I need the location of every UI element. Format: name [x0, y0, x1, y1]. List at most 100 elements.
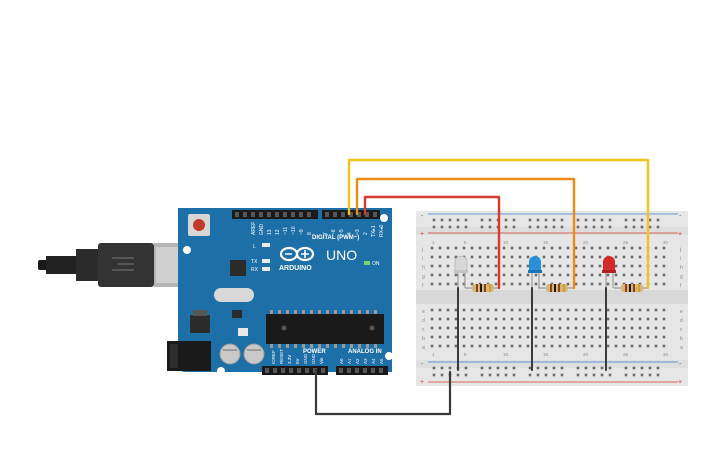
breadboard-hole[interactable] — [430, 282, 434, 286]
breadboard-hole[interactable] — [550, 308, 554, 312]
breadboard-hole[interactable] — [614, 308, 618, 312]
breadboard-hole[interactable] — [622, 255, 626, 259]
breadboard-hole[interactable] — [526, 326, 530, 330]
breadboard-hole[interactable] — [598, 273, 602, 277]
red-led[interactable] — [602, 256, 616, 288]
breadboard-hole[interactable] — [558, 273, 562, 277]
breadboard-hole[interactable] — [662, 282, 666, 286]
breadboard-hole[interactable] — [638, 326, 642, 330]
breadboard-hole[interactable] — [470, 335, 474, 339]
breadboard-hole[interactable] — [494, 246, 498, 250]
breadboard-hole[interactable] — [590, 273, 594, 277]
breadboard-hole[interactable] — [600, 225, 604, 229]
breadboard-hole[interactable] — [654, 317, 658, 321]
blue-led[interactable] — [528, 256, 542, 288]
breadboard-hole[interactable] — [608, 373, 612, 377]
breadboard-hole[interactable] — [470, 317, 474, 321]
breadboard-hole[interactable] — [536, 225, 540, 229]
breadboard-hole[interactable] — [496, 373, 500, 377]
breadboard-hole[interactable] — [438, 255, 442, 259]
breadboard-hole[interactable] — [438, 326, 442, 330]
breadboard-hole[interactable] — [534, 344, 538, 348]
breadboard-hole[interactable] — [478, 264, 482, 268]
breadboard-hole[interactable] — [638, 264, 642, 268]
breadboard-hole[interactable] — [470, 246, 474, 250]
breadboard-hole[interactable] — [606, 317, 610, 321]
breadboard-hole[interactable] — [550, 317, 554, 321]
breadboard-hole[interactable] — [648, 218, 652, 222]
breadboard-hole[interactable] — [630, 273, 634, 277]
breadboard-hole[interactable] — [590, 308, 594, 312]
breadboard-hole[interactable] — [518, 264, 522, 268]
breadboard-hole[interactable] — [614, 326, 618, 330]
breadboard-hole[interactable] — [624, 225, 628, 229]
breadboard-hole[interactable] — [528, 366, 532, 370]
breadboard-hole[interactable] — [480, 373, 484, 377]
breadboard-hole[interactable] — [478, 273, 482, 277]
breadboard-hole[interactable] — [598, 255, 602, 259]
breadboard-hole[interactable] — [598, 246, 602, 250]
breadboard-hole[interactable] — [446, 335, 450, 339]
breadboard-hole[interactable] — [552, 366, 556, 370]
breadboard-hole[interactable] — [614, 282, 618, 286]
breadboard-hole[interactable] — [646, 326, 650, 330]
breadboard-hole[interactable] — [502, 344, 506, 348]
breadboard-hole[interactable] — [446, 273, 450, 277]
breadboard-hole[interactable] — [624, 366, 628, 370]
breadboard-hole[interactable] — [590, 282, 594, 286]
breadboard-hole[interactable] — [502, 335, 506, 339]
breadboard-hole[interactable] — [654, 255, 658, 259]
breadboard-hole[interactable] — [462, 335, 466, 339]
breadboard-hole[interactable] — [574, 264, 578, 268]
breadboard-hole[interactable] — [550, 335, 554, 339]
resistor[interactable] — [538, 284, 574, 292]
breadboard-hole[interactable] — [606, 344, 610, 348]
breadboard-hole[interactable] — [534, 282, 538, 286]
breadboard-hole[interactable] — [512, 373, 516, 377]
breadboard[interactable]: - + - + - + - + j i h g f e d c b a j i … — [416, 211, 688, 386]
breadboard-hole[interactable] — [574, 308, 578, 312]
breadboard-hole[interactable] — [614, 317, 618, 321]
breadboard-hole[interactable] — [496, 366, 500, 370]
breadboard-hole[interactable] — [590, 246, 594, 250]
breadboard-hole[interactable] — [510, 317, 514, 321]
breadboard-hole[interactable] — [510, 255, 514, 259]
breadboard-hole[interactable] — [646, 335, 650, 339]
breadboard-hole[interactable] — [462, 344, 466, 348]
breadboard-hole[interactable] — [614, 246, 618, 250]
breadboard-hole[interactable] — [542, 326, 546, 330]
breadboard-hole[interactable] — [566, 308, 570, 312]
breadboard-hole[interactable] — [536, 218, 540, 222]
breadboard-hole[interactable] — [560, 373, 564, 377]
breadboard-hole[interactable] — [598, 264, 602, 268]
breadboard-hole[interactable] — [574, 282, 578, 286]
breadboard-hole[interactable] — [542, 282, 546, 286]
breadboard-hole[interactable] — [654, 282, 658, 286]
breadboard-hole[interactable] — [502, 264, 506, 268]
breadboard-hole[interactable] — [510, 326, 514, 330]
breadboard-hole[interactable] — [622, 273, 626, 277]
breadboard-hole[interactable] — [598, 317, 602, 321]
breadboard-hole[interactable] — [446, 317, 450, 321]
breadboard-hole[interactable] — [598, 282, 602, 286]
breadboard-hole[interactable] — [638, 255, 642, 259]
breadboard-hole[interactable] — [598, 335, 602, 339]
breadboard-hole[interactable] — [454, 317, 458, 321]
breadboard-hole[interactable] — [566, 255, 570, 259]
breadboard-hole[interactable] — [614, 264, 618, 268]
breadboard-hole[interactable] — [526, 264, 530, 268]
breadboard-hole[interactable] — [592, 373, 596, 377]
breadboard-hole[interactable] — [552, 218, 556, 222]
breadboard-hole[interactable] — [470, 308, 474, 312]
breadboard-hole[interactable] — [488, 225, 492, 229]
breadboard-hole[interactable] — [622, 335, 626, 339]
breadboard-hole[interactable] — [648, 373, 652, 377]
breadboard-hole[interactable] — [518, 326, 522, 330]
breadboard-hole[interactable] — [558, 317, 562, 321]
breadboard-hole[interactable] — [630, 344, 634, 348]
breadboard-hole[interactable] — [614, 335, 618, 339]
breadboard-hole[interactable] — [606, 246, 610, 250]
breadboard-hole[interactable] — [622, 308, 626, 312]
breadboard-hole[interactable] — [486, 308, 490, 312]
breadboard-hole[interactable] — [494, 344, 498, 348]
